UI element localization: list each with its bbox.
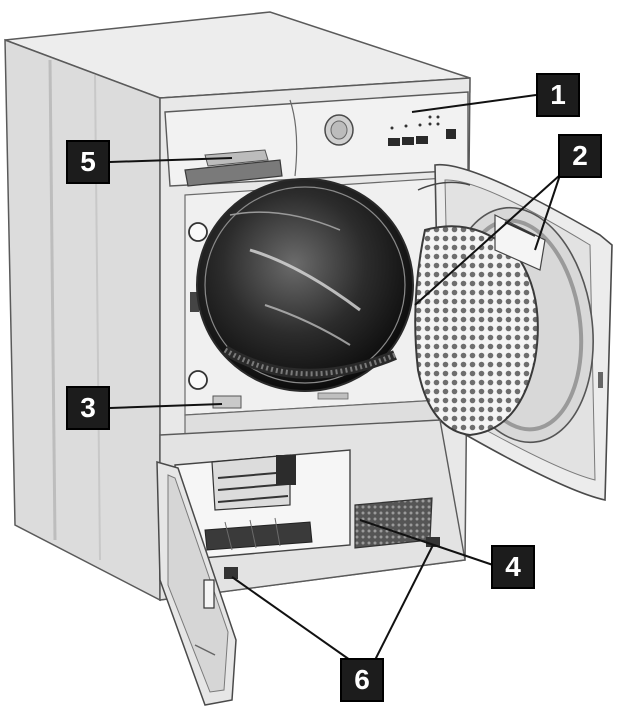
door-opening [185,178,445,415]
dryer-side-panel [5,40,160,600]
callout-6: 6 [340,658,384,702]
callout-2: 2 [558,134,602,178]
rating-plate [213,396,241,408]
callout-4: 4 [491,545,535,589]
leader-line-6a [232,577,350,660]
foot-left [224,567,238,579]
callout-5: 5 [66,140,110,184]
callout-3: 3 [66,386,110,430]
callout-1: 1 [536,73,580,117]
